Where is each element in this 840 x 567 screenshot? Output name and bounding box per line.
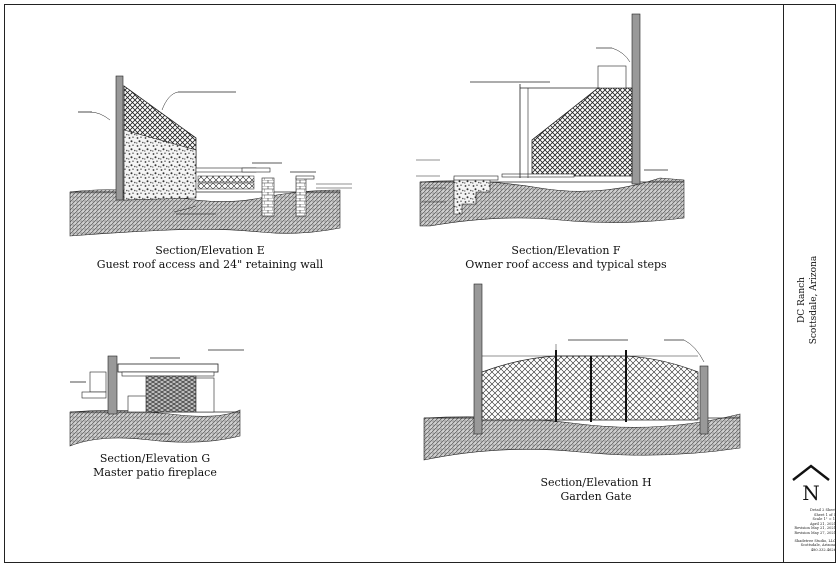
section-g-subtitle: Master patio fireplace bbox=[93, 466, 217, 479]
sheet-revision-1: Revision May 21, 2021 bbox=[794, 526, 836, 531]
section-g-title: Section/Elevation G bbox=[99, 452, 211, 465]
section-g-caption: Section/Elevation G Master patio firepla… bbox=[70, 452, 240, 480]
sheet-title: Detail 2 Sheet bbox=[810, 508, 836, 512]
firm-phone: 480.332.4626 bbox=[810, 547, 836, 552]
section-e-title: Section/Elevation E bbox=[155, 244, 265, 257]
sheet-number: Sheet 1 of 5 bbox=[814, 512, 836, 517]
logo-letter: N bbox=[802, 481, 820, 505]
project-name-block: DC Ranch Scottsdale, Arizona bbox=[796, 240, 836, 360]
project-location: Scottsdale, Arizona bbox=[809, 255, 819, 345]
section-h-subtitle: Garden Gate bbox=[560, 490, 632, 503]
section-e-drawing bbox=[69, 75, 352, 237]
firm-location: Scottsdale, Arizona bbox=[800, 543, 836, 548]
sheet-date: April 21, 2021 bbox=[809, 521, 836, 526]
firm-name: Shadetree Studio, LLC bbox=[794, 538, 836, 543]
title-block-info: Detail 2 Sheet Sheet 1 of 5 Scale 1" = 1… bbox=[786, 508, 836, 552]
section-h-drawing bbox=[423, 283, 741, 461]
section-f-title: Section/Elevation F bbox=[511, 244, 621, 257]
section-f-drawing bbox=[416, 13, 685, 227]
project-name: DC Ranch bbox=[797, 277, 807, 323]
section-e-subtitle: Guest roof access and 24" retaining wall bbox=[96, 258, 324, 271]
title-block-divider bbox=[783, 4, 784, 563]
drawing-sheet-border bbox=[4, 4, 836, 563]
sheet-scale: Scale 1" = 1' bbox=[812, 517, 836, 522]
section-e-caption: Section/Elevation E Guest roof access an… bbox=[80, 244, 340, 272]
section-g-drawing bbox=[69, 349, 244, 447]
north-logo: N bbox=[792, 464, 830, 505]
section-h-title: Section/Elevation H bbox=[540, 476, 652, 489]
section-h-caption: Section/Elevation H Garden Gate bbox=[496, 476, 696, 504]
section-f-caption: Section/Elevation F Owner roof access an… bbox=[436, 244, 696, 272]
section-f-subtitle: Owner roof access and typical steps bbox=[465, 258, 667, 271]
sheet-revision-2: Revision May 27, 2021 bbox=[794, 530, 836, 535]
